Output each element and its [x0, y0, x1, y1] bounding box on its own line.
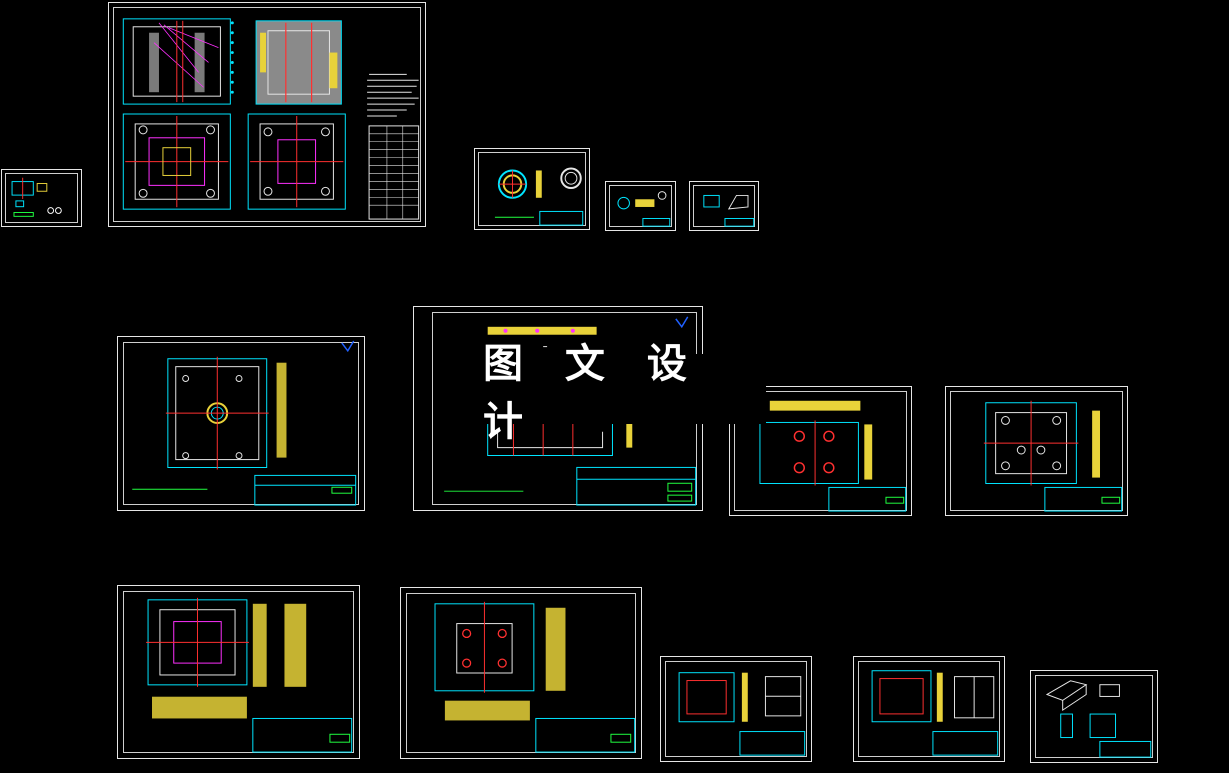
drawing-sheet-icon — [983, 400, 1123, 512]
cavity-sheet-1[interactable] — [660, 656, 812, 762]
small-part-sheet-1[interactable] — [605, 181, 676, 231]
plate-sheet-3[interactable] — [729, 386, 912, 516]
drawing-sheet-icon — [132, 340, 357, 506]
drawing-sheet-icon — [122, 18, 420, 220]
watermark-text: 图 文 设 计 — [483, 340, 701, 445]
drawing-sheet-icon — [617, 191, 671, 227]
drawing-sheet-icon — [11, 177, 62, 217]
part-3d-sheet[interactable] — [1030, 670, 1158, 763]
drawing-sheet-icon — [871, 670, 999, 756]
cavity-sheet-2[interactable] — [853, 656, 1005, 762]
small-part-sheet-2[interactable] — [689, 181, 759, 231]
ring-part-sheet[interactable] — [474, 148, 590, 230]
drawing-sheet-icon — [444, 316, 697, 506]
drawing-sheet-icon — [678, 672, 806, 756]
watermark-banner: 图 文 设 计 — [483, 340, 766, 445]
drawing-sheet-icon — [759, 400, 907, 512]
plate-sheet-1[interactable] — [117, 336, 365, 511]
drawing-sheet-icon — [434, 601, 636, 753]
plate-sheet-4[interactable] — [945, 386, 1128, 516]
plate-sheet-5[interactable] — [117, 585, 360, 759]
plate-sheet-6[interactable] — [400, 587, 642, 759]
small-left-sheet[interactable] — [1, 169, 82, 227]
drawing-sheet-icon — [146, 597, 353, 753]
drawing-sheet-icon — [1045, 680, 1152, 758]
assembly-sheet[interactable] — [108, 2, 426, 227]
drawing-sheet-icon — [494, 167, 584, 226]
drawing-sheet-icon — [703, 194, 755, 227]
